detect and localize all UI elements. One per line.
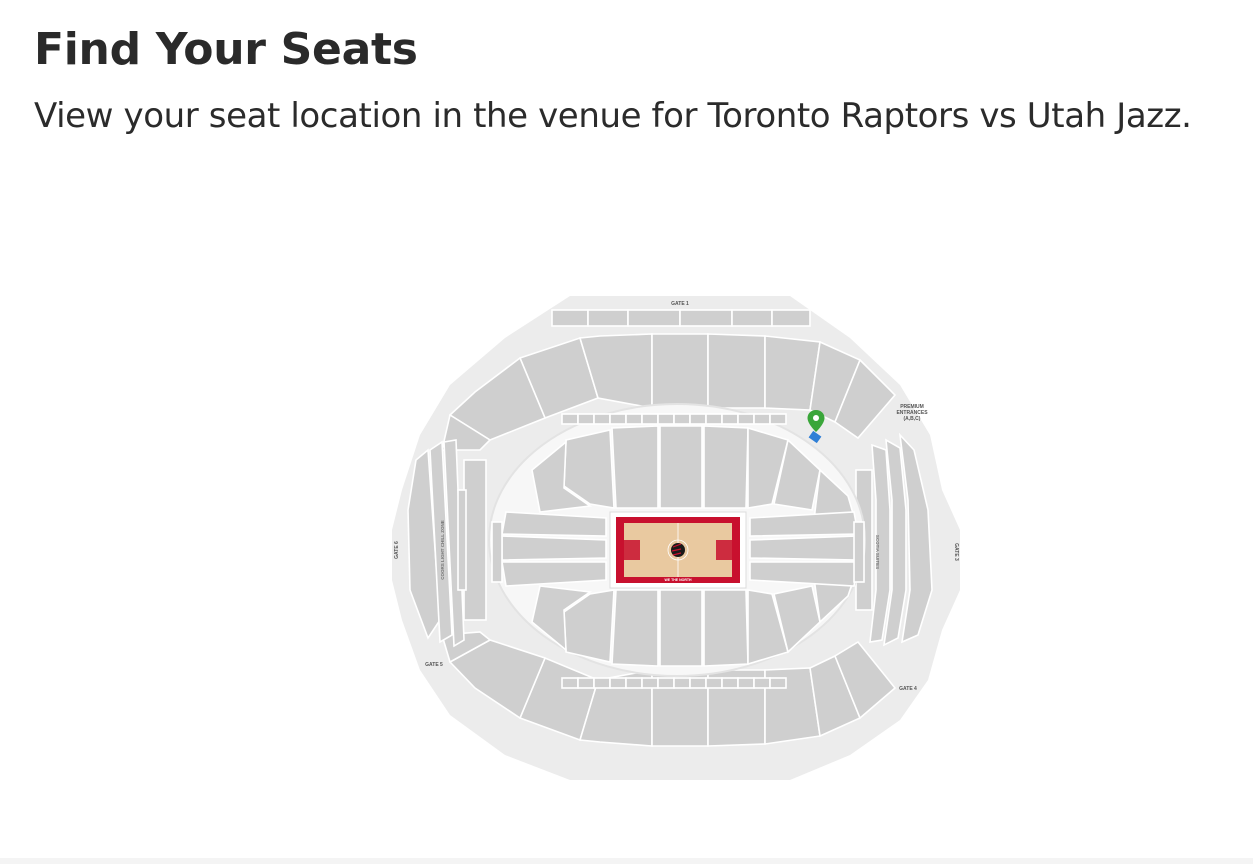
- gate-3-label: GATE 3: [953, 543, 959, 561]
- premium-entrance-label-1: PREMIUM: [900, 404, 924, 410]
- lower-bowl-bottom[interactable]: [531, 571, 858, 667]
- court-baseline-label: WE THE NORTH: [664, 578, 691, 582]
- lower-bowl-sides[interactable]: [491, 511, 865, 587]
- seat-highlight[interactable]: [808, 430, 822, 444]
- gate-1-label: GATE 1: [671, 301, 689, 307]
- lower-bowl-upper-row[interactable]: [561, 413, 787, 425]
- gate-1-sections[interactable]: [551, 309, 811, 327]
- court-paint-right: [716, 540, 732, 560]
- upper-bowl-top[interactable]: [440, 333, 897, 451]
- venue-map-svg[interactable]: WE THE NORTH GATE 1 PREMIUM ENTRANCES (A…: [380, 290, 970, 790]
- suites-label: SCOTIA SUITES: [875, 535, 880, 569]
- bottom-divider: [0, 858, 1253, 864]
- court-paint-left: [624, 540, 640, 560]
- map-pin-dot: [813, 415, 819, 421]
- page-title: Find Your Seats: [34, 24, 418, 75]
- seat-location-marker[interactable]: [803, 396, 829, 444]
- chill-zone-label: COORS LIGHT CHILL ZONE: [440, 520, 445, 579]
- gate-5-label: GATE 5: [425, 662, 443, 668]
- gate-6-label: GATE 6: [394, 541, 400, 559]
- venue-seat-map[interactable]: WE THE NORTH GATE 1 PREMIUM ENTRANCES (A…: [380, 290, 970, 790]
- claw-slash-icon: [671, 543, 682, 556]
- gate-4-label: GATE 4: [899, 686, 917, 692]
- court-center-circle: [667, 539, 689, 561]
- lower-bowl-bottom-row[interactable]: [561, 677, 787, 689]
- left-side-sections[interactable]: [407, 439, 487, 648]
- page-subtitle: View your seat location in the venue for…: [34, 96, 1192, 136]
- premium-entrance-label-3: (A,B,C): [904, 416, 921, 422]
- premium-entrance-label-2: ENTRANCES: [896, 410, 928, 416]
- lower-bowl-top[interactable]: [531, 425, 858, 525]
